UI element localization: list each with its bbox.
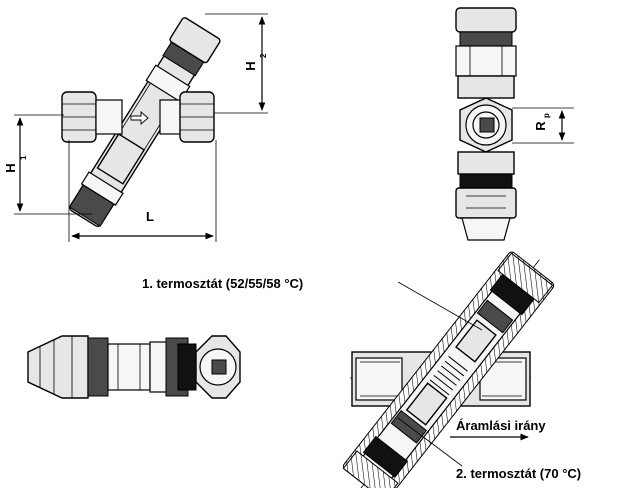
left-nut (61, 91, 123, 143)
dimension-h1: H 1 (3, 114, 92, 215)
section-view (342, 251, 555, 488)
valve-diagonal-body (68, 17, 221, 228)
leader-line-thermostat-2 (397, 417, 463, 467)
dimension-h2-sub: 2 (259, 53, 268, 58)
flow-direction-label: Áramlási irány (456, 418, 546, 433)
flow-arrow-icon (130, 111, 149, 125)
dimension-l-label: L (146, 209, 154, 224)
dimension-h1-sub: 1 (19, 155, 28, 160)
thermostat-1-label: 1. termosztát (52/55/58 °C) (142, 276, 303, 291)
dimension-h1-label: H (3, 163, 18, 172)
dimension-rp-label: R (533, 121, 548, 131)
dimension-h2-label: H (243, 61, 258, 70)
end-view: R p (455, 7, 574, 241)
dimension-h2: H 2 (205, 13, 268, 114)
right-nut (159, 91, 215, 143)
front-view: H 2 H 1 L (3, 13, 268, 242)
diagonal-cartridge (342, 251, 555, 488)
dimension-rp-sub: p (542, 113, 551, 118)
dimension-rp: R p (512, 107, 574, 144)
leader-line-thermostat-1 (397, 281, 483, 331)
dimension-l: L (68, 140, 217, 242)
thermostat-2-label: 2. termosztát (70 °C) (456, 466, 581, 481)
bottom-view (27, 335, 241, 399)
